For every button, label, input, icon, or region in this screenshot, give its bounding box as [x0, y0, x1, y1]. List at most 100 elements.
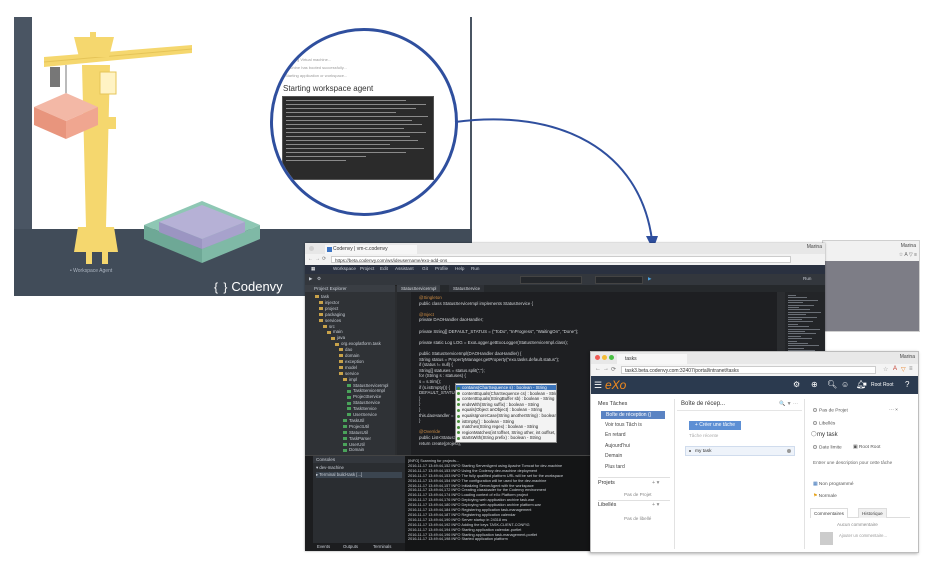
autocomplete-item[interactable]: contentEquals(CharSequence cs) : boolean… — [456, 391, 556, 396]
autocomplete-item[interactable]: matches(String regex) : boolean - String — [456, 424, 556, 429]
terminals-tab[interactable]: Terminals — [373, 544, 392, 549]
editor-tab[interactable]: StatusServiceImpl — [397, 285, 441, 292]
autocomplete-item[interactable]: startsWith(String prefix) : boolean - St… — [456, 435, 556, 440]
sidebar-item[interactable]: Plus tard — [605, 463, 625, 470]
tree-item[interactable]: ProjectUtil — [343, 424, 369, 430]
my-tasks-header[interactable]: Mes Tâches — [598, 401, 628, 407]
console-item-dev-machine[interactable]: ▾ dev-machine — [316, 465, 344, 470]
ide-address-input[interactable]: https://beta.codenvy.com/ws/ideusername/… — [331, 256, 791, 263]
exo-browser-tab[interactable]: tasks — [617, 354, 687, 364]
menu-item-run[interactable]: Run — [471, 266, 480, 271]
tree-item[interactable]: project — [319, 306, 338, 312]
task-description[interactable]: Entrer une description pour cette tâche — [813, 460, 893, 465]
reload-icon[interactable]: ⟳ — [322, 256, 327, 262]
ide-browser-tab[interactable]: Codenvy | vm-c.codenvy — [325, 245, 417, 254]
menu-item-profile[interactable]: Profile — [435, 266, 449, 271]
task-list-tools[interactable]: 🔍 ▼ ⋯ — [779, 401, 798, 407]
browser-menu-icon[interactable]: ≡ — [909, 366, 913, 372]
exo-browser-user[interactable]: Marina — [899, 354, 915, 360]
task-project[interactable]: Pas de Projet — [813, 408, 848, 413]
debug-icon[interactable]: ⚙ — [317, 276, 322, 281]
sidebar-item[interactable]: En retard — [605, 432, 626, 438]
back-arrow-icon[interactable]: ← — [308, 256, 313, 262]
task-detail-title[interactable]: my task — [817, 432, 838, 438]
menu-item-git[interactable]: Git — [422, 266, 428, 271]
task-detail-tools[interactable]: ⋯ × — [889, 408, 898, 413]
projects-header[interactable]: Projets — [598, 480, 615, 486]
task-status-icon[interactable]: ◯ — [811, 432, 817, 437]
forward-arrow-icon[interactable]: → — [315, 256, 320, 262]
recent-task-input[interactable]: Tâche récente — [689, 433, 719, 438]
tree-item[interactable]: packaging — [319, 312, 345, 318]
autocomplete-item[interactable]: endsWith(String suffix) : boolean - Stri… — [456, 402, 556, 407]
sidebar-item[interactable]: Voir tous Tâch is — [605, 421, 642, 428]
tab-comments[interactable]: Commentaires — [810, 508, 848, 518]
tree-item[interactable]: java — [331, 335, 345, 341]
notifications-bell-icon[interactable]: 🔔︎ — [856, 380, 867, 389]
autocomplete-item[interactable]: equals(Object anObject) : boolean - Stri… — [456, 407, 556, 412]
tree-item[interactable]: services — [319, 318, 341, 324]
window-zoom-button[interactable] — [609, 355, 614, 360]
extension-icon[interactable]: A — [893, 366, 898, 372]
task-complete-icon[interactable] — [787, 449, 791, 453]
toolbar-run-label[interactable]: Run — [803, 276, 812, 281]
menu-item-help[interactable]: Help — [455, 266, 465, 271]
window-minimize-button[interactable] — [602, 355, 607, 360]
tree-item[interactable]: TaskServiceImpl — [347, 388, 385, 394]
autocomplete-item[interactable]: contains(CharSequence s) : boolean - Str… — [456, 385, 556, 391]
menu-item-edit[interactable]: Edit — [380, 266, 388, 271]
back-arrow-icon[interactable]: ← — [595, 366, 601, 372]
add-project-icon[interactable]: + ▾ — [652, 480, 660, 486]
console-item-terminal[interactable]: ▸ Terminal build-task [...] — [316, 472, 402, 478]
tree-item[interactable]: UserUtil — [343, 442, 365, 448]
add-label-icon[interactable]: + ▾ — [652, 502, 660, 508]
menu-item-assistant[interactable]: Assistant — [395, 266, 414, 271]
outputs-tab[interactable]: Outputs — [343, 544, 359, 549]
task-schedule[interactable]: ▦ Non programmé — [813, 482, 854, 487]
menu-item-project[interactable]: Project — [360, 266, 375, 271]
tree-item[interactable]: TaskUtil — [343, 418, 364, 424]
tree-item[interactable]: TaskService — [347, 406, 377, 412]
user-avatar-icon[interactable]: ■ — [863, 382, 867, 388]
sidebar-item[interactable]: Boîte de réception () — [601, 411, 665, 419]
admin-gear-icon[interactable]: ⚙ — [793, 380, 801, 389]
exo-user-name[interactable]: Root Root — [871, 382, 894, 388]
help-icon[interactable]: ? — [905, 380, 910, 389]
task-due-date[interactable]: Date limite — [813, 445, 842, 450]
editor-tab[interactable]: StatusService — [449, 285, 485, 292]
exo-address-input[interactable]: task3.beta.codenvy.com:32407/portal/intr… — [621, 366, 876, 374]
events-tab[interactable]: Events — [317, 544, 331, 549]
tree-item[interactable]: service — [339, 371, 359, 377]
task-row[interactable]: my task — [685, 446, 795, 456]
tree-item[interactable]: ProjectService — [347, 394, 381, 400]
sidebar-item[interactable]: Demain — [605, 453, 623, 459]
create-task-button[interactable]: + Créer une tâche — [689, 421, 741, 430]
menu-item-workspace[interactable]: Workspace — [333, 266, 356, 271]
tab-history[interactable]: Historique — [858, 508, 887, 518]
tree-item[interactable]: model — [339, 365, 357, 371]
tree-item[interactable]: injector — [319, 300, 339, 306]
autocomplete-item[interactable]: isEmpty() : boolean - String — [456, 419, 556, 424]
comment-input[interactable]: Ajouter un commentaire... — [839, 533, 887, 538]
ide-browser-user[interactable]: Marina — [806, 244, 822, 250]
command-selector[interactable] — [595, 276, 643, 284]
create-plus-icon[interactable]: ⊕ — [811, 380, 818, 389]
autocomplete-item[interactable]: regionMatches(int toffset, String other,… — [456, 430, 556, 435]
machine-selector[interactable] — [520, 276, 582, 284]
tree-item[interactable]: StatusServiceImpl — [347, 383, 388, 389]
task-priority[interactable]: ⚑ Normale — [813, 494, 837, 499]
bookmark-star-icon[interactable]: ☆ — [883, 367, 889, 373]
autocomplete-item[interactable]: equalsIgnoreCase(String anotherString) :… — [456, 413, 556, 418]
run-icon[interactable]: ▶ — [309, 276, 313, 281]
menu-logo-icon[interactable]: ▦ — [311, 266, 316, 271]
task-assignee[interactable]: ▣ Root Root — [853, 445, 881, 450]
exo-logo[interactable]: eXo — [605, 378, 627, 392]
tree-item[interactable]: Domain — [343, 447, 364, 453]
window-close-button[interactable] — [595, 355, 600, 360]
extension-shield-icon[interactable]: ▽ — [901, 367, 906, 373]
tree-item[interactable]: domain — [339, 353, 359, 359]
sidebar-item[interactable]: Aujourd'hui — [605, 442, 630, 449]
execute-icon[interactable]: ▶ — [648, 276, 652, 281]
tree-item[interactable]: src — [323, 324, 335, 330]
reload-icon[interactable]: ⟳ — [611, 367, 617, 373]
